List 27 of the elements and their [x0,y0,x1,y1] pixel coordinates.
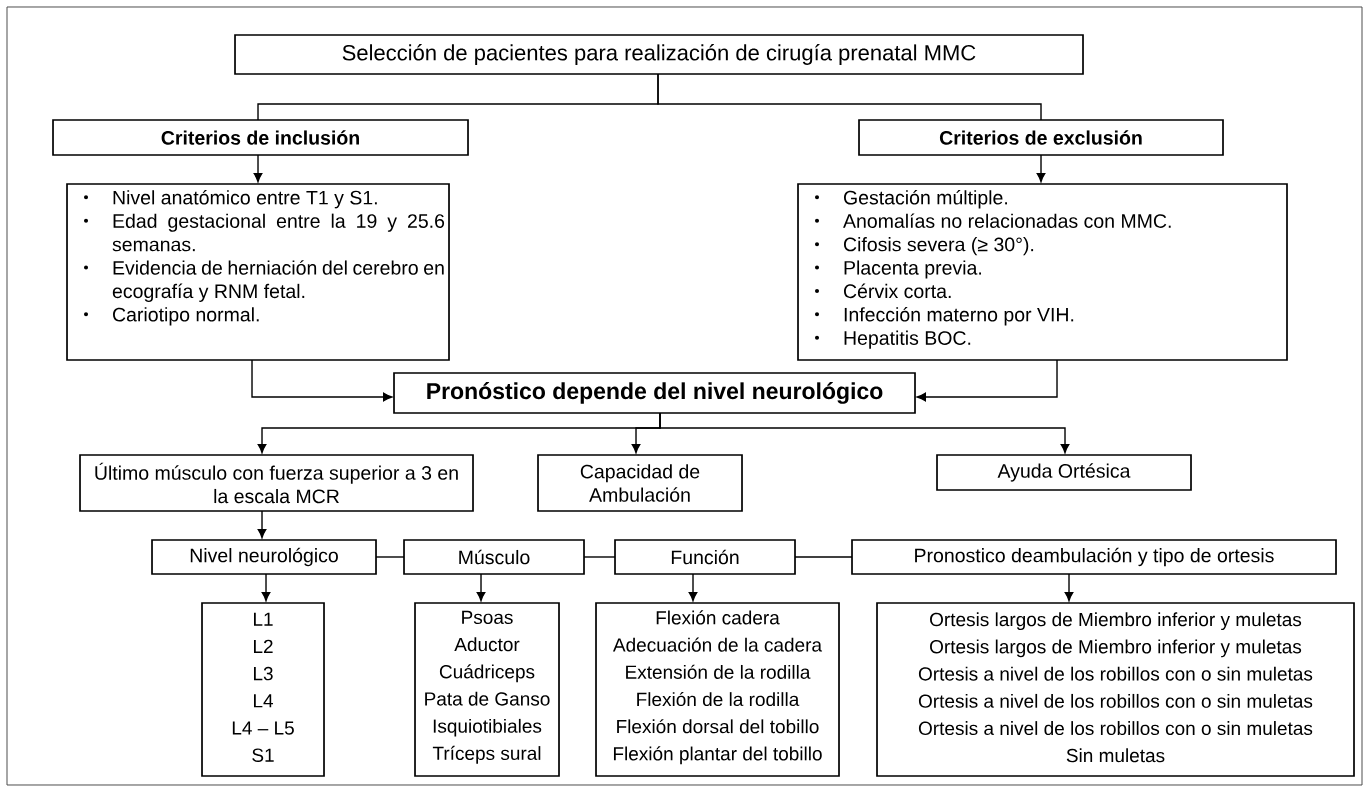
arrow [1064,573,1074,602]
arrow [251,359,393,402]
process-box: Ayuda Ortésica [936,454,1192,491]
arrow [261,573,271,602]
arrow [253,154,263,183]
process-box: Función [614,539,796,575]
process-box: Pronostico deambulación y tipo de ortesis [851,539,1337,575]
header-box: Criterios de exclusión [858,119,1224,156]
arrow [257,510,267,539]
process-box: Selección de pacientes para realización de cirugía prenatal MMC [234,34,1084,75]
list-box: Gestación múltiple. Anomalías no relacionadas con MMC. Cifosis severa (≥ 30°). Placenta previa. Cérvix corta. Infección materno por VIH. Hepatitis BOC. [797,183,1288,361]
process-box: Capacidad de Ambulación [537,454,743,512]
process-box: Último músculo con fuerza superior a 3 en la escala MCR [79,454,474,512]
arrow [476,573,486,602]
arrow [688,573,698,602]
arrow [1036,154,1046,183]
arrow [916,359,1058,402]
header-box: Criterios de inclusión [52,119,469,156]
list-box: Psoas Aductor Cuádriceps Pata de Ganso Isquiotibiales Tríceps sural [414,602,560,777]
list-box: L1 L2 L3 L4 L4 – L5 S1 [201,602,325,777]
list-box: Nivel anatómico entre T1 y S1. Edad gestacional entre la 19 y 25.6 semanas. Evidencia de herniación del cerebro en ecografía y RNM fetal. Cariotipo normal. [66,183,450,361]
list-box: Ortesis largos de Miembro inferior y muletas Ortesis largos de Miembro inferior y muletas Ortesis a nivel de los robillos con o sin muletas Ortesis a nivel de los robillos con o sin muletas Ortesis a nivel de los robillos con o sin muletas Sin muletas [876,602,1355,777]
process-box: Nivel neurológico [151,539,377,575]
header-box: Pronóstico depende del nivel neurológico [393,372,916,414]
process-box: Músculo [403,539,585,575]
list-box: Flexión cadera Adecuación de la cadera Extensión de la rodilla Flexión de la rodilla Flexión dorsal del tobillo Flexión plantar del tobillo [595,602,840,777]
arrow [659,412,1070,454]
